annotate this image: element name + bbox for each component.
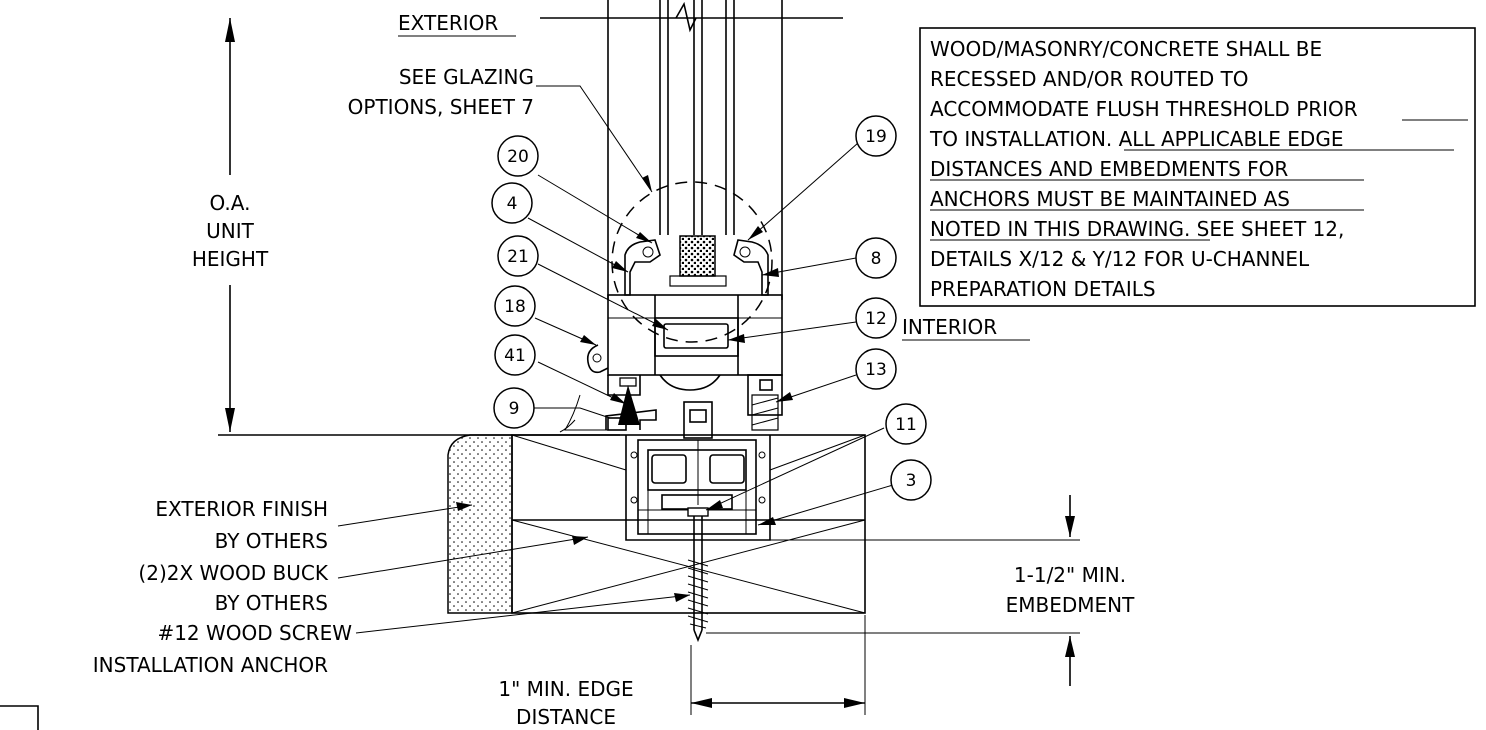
note-box xyxy=(919,27,1476,307)
callout-13: 13 xyxy=(855,348,897,390)
u-channel xyxy=(625,401,771,541)
svg-text:19: 19 xyxy=(865,127,887,147)
svg-text:13: 13 xyxy=(865,360,887,380)
svg-text:21: 21 xyxy=(507,247,529,267)
sill-frame xyxy=(607,294,783,431)
svg-text:9: 9 xyxy=(509,399,520,419)
svg-text:3: 3 xyxy=(906,471,917,491)
svg-text:18: 18 xyxy=(504,297,526,317)
glazing-label-1: SEE GLAZING xyxy=(399,65,534,89)
callout-21: 21 xyxy=(497,235,539,277)
glazing-detail-circle xyxy=(611,181,773,343)
callout-9: 9 xyxy=(493,387,535,429)
note-line-8: DETAILS X/12 & Y/12 FOR U-CHANNEL xyxy=(930,247,1310,271)
edge-label-1: 1" MIN. EDGE xyxy=(498,677,633,701)
jamb-lines xyxy=(540,0,843,300)
wood-screw xyxy=(687,507,709,643)
note-line-3: ACCOMMODATE FLUSH THRESHOLD PRIOR xyxy=(930,97,1358,121)
svg-text:8: 8 xyxy=(871,249,882,269)
embedment-label-1: 1-1/2" MIN. xyxy=(1014,563,1126,587)
threshold-rail xyxy=(559,394,657,433)
callout-12: 12 xyxy=(855,297,897,339)
note-line-7: NOTED IN THIS DRAWING. SEE SHEET 12, xyxy=(930,217,1344,241)
callout-bubbles: 20 4 21 18 41 9 19 8 12 13 11 3 xyxy=(491,115,932,501)
buck-label-1: (2)2X WOOD BUCK xyxy=(138,561,328,585)
spacer-block xyxy=(679,235,716,277)
callout-19: 19 xyxy=(855,115,897,157)
leader-lines xyxy=(337,85,894,634)
note-line-6: ANCHORS MUST BE MAINTAINED AS xyxy=(930,187,1290,211)
note-line-2: RECESSED AND/OR ROUTED TO xyxy=(930,67,1249,91)
screw-label-2: INSTALLATION ANCHOR xyxy=(93,653,328,677)
svg-text:11: 11 xyxy=(895,415,917,435)
svg-text:20: 20 xyxy=(507,147,529,167)
note-text: WOOD/MASONRY/CONCRETE SHALL BE RECESSED … xyxy=(929,37,1468,301)
labels: EXTERIOR INTERIOR SEE GLAZING OPTIONS, S… xyxy=(93,11,1135,729)
weatherstrip xyxy=(618,385,640,425)
callout-18: 18 xyxy=(494,285,536,327)
callout-4: 4 xyxy=(491,182,533,224)
finish-label-1: EXTERIOR FINISH xyxy=(155,497,328,521)
buck-label-2: BY OTHERS xyxy=(215,591,328,615)
callout-3: 3 xyxy=(890,459,932,501)
note-line-1: WOOD/MASONRY/CONCRETE SHALL BE xyxy=(930,37,1322,61)
svg-text:41: 41 xyxy=(504,346,526,366)
exterior-clip xyxy=(586,344,609,374)
callout-41: 41 xyxy=(494,334,536,376)
oa-label-2: UNIT xyxy=(206,219,254,243)
exterior-label: EXTERIOR xyxy=(398,11,498,35)
callout-11: 11 xyxy=(885,403,927,445)
glazing-beads xyxy=(624,239,769,296)
sheet-corner-mark xyxy=(0,705,39,730)
edge-label-2: DISTANCE xyxy=(516,705,616,729)
svg-text:4: 4 xyxy=(507,194,518,214)
embedment-dimension xyxy=(706,495,1080,686)
oa-label-1: O.A. xyxy=(210,191,251,215)
edge-distance-dimension xyxy=(690,615,866,715)
exterior-finish xyxy=(447,434,513,614)
callout-8: 8 xyxy=(855,237,897,279)
embedment-label-2: EMBEDMENT xyxy=(1006,593,1136,617)
note-line-5: DISTANCES AND EMBEDMENTS FOR xyxy=(930,157,1288,181)
callout-20: 20 xyxy=(497,135,539,177)
screw-label-1: #12 WOOD SCREW xyxy=(157,621,352,645)
wood-buck xyxy=(511,434,866,614)
interior-label: INTERIOR xyxy=(902,315,997,339)
oa-height-dimension xyxy=(225,18,235,432)
glazing-label-2: OPTIONS, SHEET 7 xyxy=(348,95,534,119)
finish-label-2: BY OTHERS xyxy=(215,529,328,553)
note-line-9: PREPARATION DETAILS xyxy=(930,277,1156,301)
oa-label-3: HEIGHT xyxy=(192,247,269,271)
svg-text:12: 12 xyxy=(865,309,887,329)
note-line-4: TO INSTALLATION. ALL APPLICABLE EDGE xyxy=(929,127,1343,151)
